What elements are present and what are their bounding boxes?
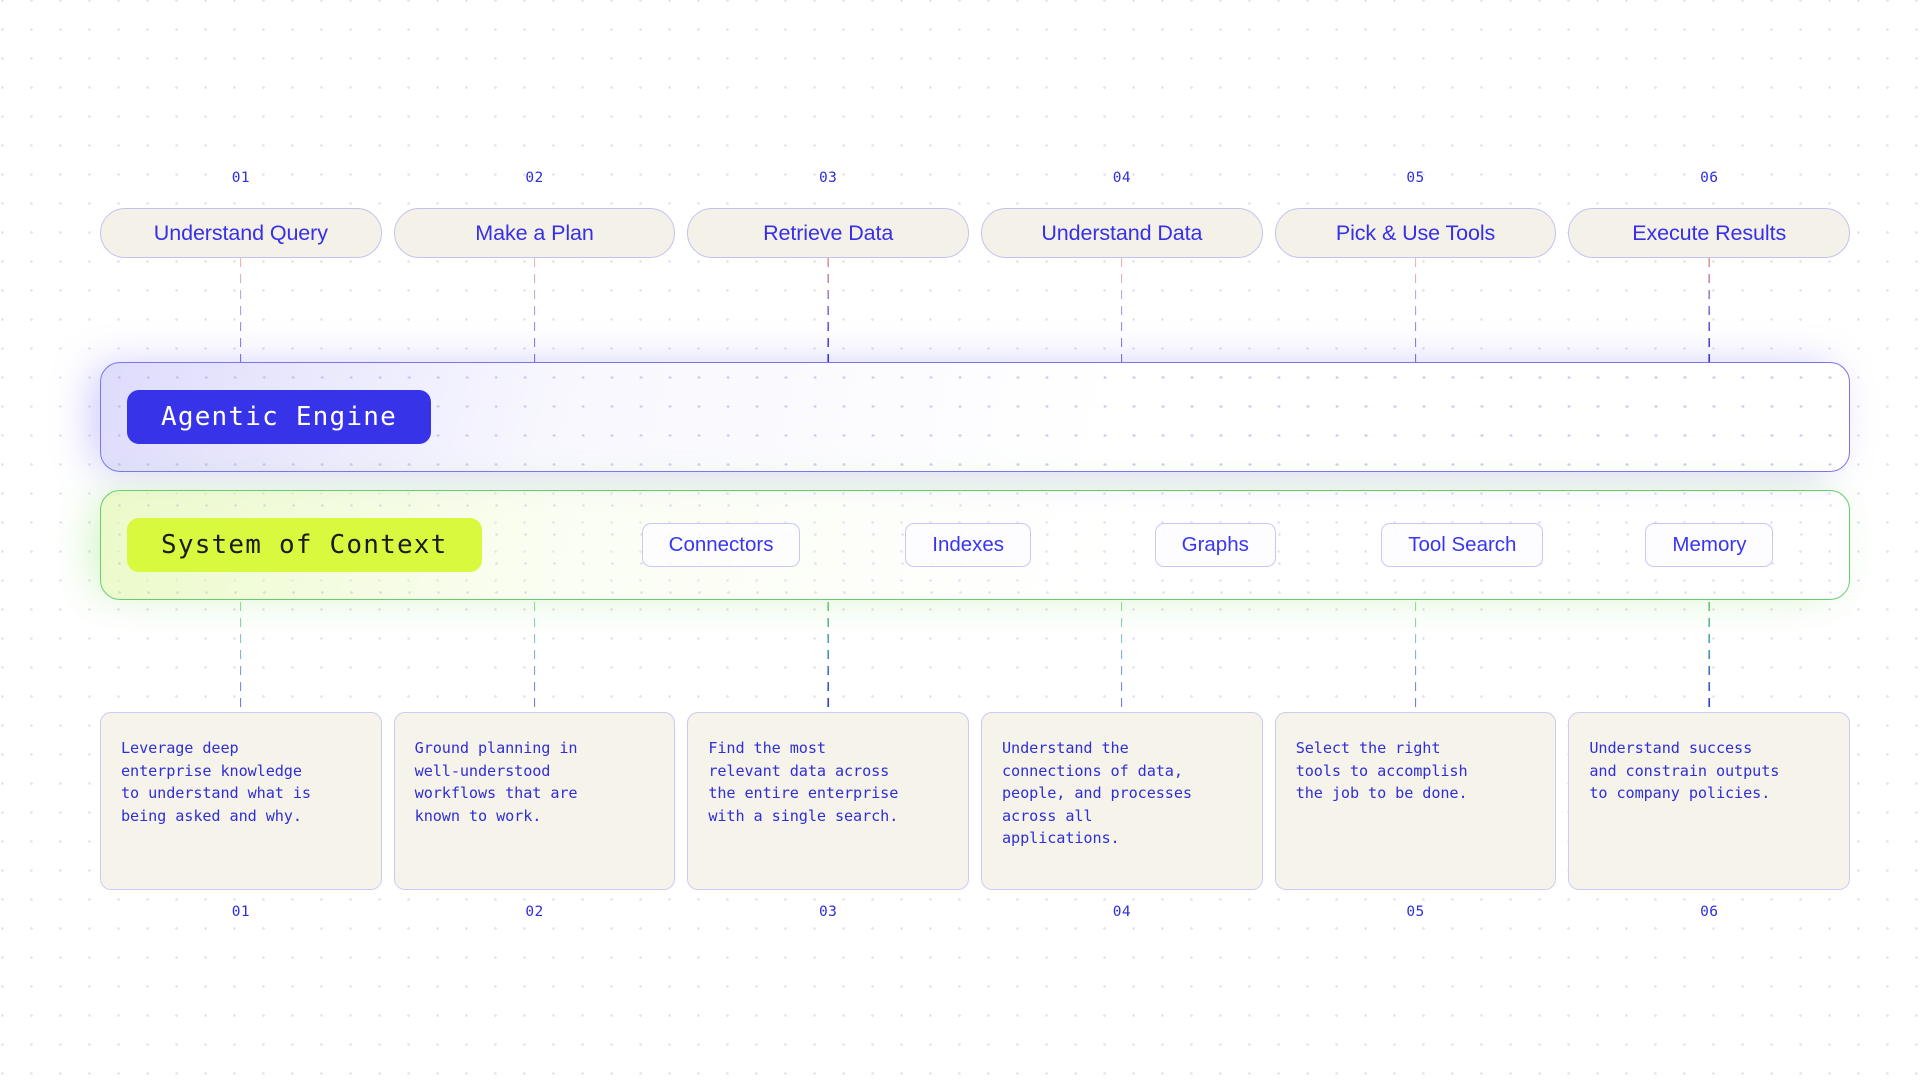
connector-slot — [1568, 258, 1850, 362]
description-card: Understand success and constrain outputs… — [1568, 712, 1851, 890]
connector-line — [1414, 602, 1417, 714]
step-number-top: 03 — [819, 170, 838, 186]
context-chip-slot: Memory — [1586, 523, 1833, 567]
connector-line — [1121, 602, 1123, 714]
description-text: Find the most relevant data across the e… — [708, 739, 899, 825]
step-number-bottom: 05 — [1406, 904, 1425, 920]
connector-slot — [687, 602, 969, 714]
connector-slot — [981, 602, 1263, 714]
description-card: Select the right tools to accomplish the… — [1274, 712, 1557, 890]
context-chip-slot: Connectors — [598, 523, 845, 567]
stage-pill-execute-results[interactable]: Execute Results — [1568, 208, 1851, 258]
context-chip-slot: Graphs — [1092, 523, 1339, 567]
connector-line — [1414, 258, 1417, 362]
stage-pill-slot: Pick & Use Tools — [1274, 208, 1557, 258]
stage-pill-slot: Understand Data — [981, 208, 1263, 258]
step-number-bottom: 02 — [525, 904, 544, 920]
description-card: Understand the connections of data, peop… — [981, 712, 1263, 890]
connector-slot — [1275, 258, 1557, 362]
context-chip-slot: Tool Search — [1339, 523, 1586, 567]
stage-pill-make-a-plan[interactable]: Make a Plan — [393, 208, 676, 258]
connector-slot — [394, 602, 676, 714]
context-chip-connectors[interactable]: Connectors — [641, 523, 801, 567]
description-card-slot: Understand success and constrain outputs… — [1568, 712, 1851, 890]
description-card-row: Leverage deep enterprise knowledge to un… — [100, 712, 1851, 890]
stage-pill-retrieve-data[interactable]: Retrieve Data — [687, 208, 970, 258]
step-number-top: 05 — [1406, 170, 1425, 186]
description-text: Understand success and constrain outputs… — [1589, 739, 1780, 803]
stage-pill-understand-query[interactable]: Understand Query — [100, 208, 382, 258]
description-card: Find the most relevant data across the e… — [687, 712, 970, 890]
connector-lines-upper — [100, 258, 1850, 362]
step-number-top: 01 — [231, 170, 250, 186]
agentic-engine-badge[interactable]: Agentic Engine — [127, 390, 431, 444]
step-number-top: 06 — [1700, 170, 1719, 186]
connector-slot — [687, 258, 969, 362]
connector-slot — [1275, 602, 1557, 714]
connector-line — [827, 258, 829, 362]
step-number-bottom: 06 — [1700, 904, 1719, 920]
connector-line — [827, 602, 829, 714]
stage-pill-slot: Understand Query — [100, 208, 382, 258]
stage-pill-pick-use-tools[interactable]: Pick & Use Tools — [1274, 208, 1557, 258]
step-number-bottom: 03 — [819, 904, 838, 920]
context-chip-tool-search[interactable]: Tool Search — [1381, 523, 1544, 567]
description-card-slot: Leverage deep enterprise knowledge to un… — [100, 712, 382, 890]
description-card: Leverage deep enterprise knowledge to un… — [100, 712, 382, 890]
description-card-slot: Find the most relevant data across the e… — [687, 712, 970, 890]
step-numbers-top: 01 02 03 04 05 06 — [100, 170, 1850, 186]
connector-line — [1708, 258, 1710, 362]
connector-line — [1708, 602, 1710, 714]
connector-slot — [394, 258, 676, 362]
description-text: Leverage deep enterprise knowledge to un… — [121, 739, 311, 825]
context-chip-indexes[interactable]: Indexes — [905, 523, 1032, 567]
context-chip-graphs[interactable]: Graphs — [1154, 523, 1276, 567]
step-numbers-bottom: 01 02 03 04 05 06 — [100, 904, 1850, 920]
connector-slot — [981, 258, 1263, 362]
context-chip-memory[interactable]: Memory — [1645, 523, 1774, 567]
connector-slot — [100, 258, 382, 362]
step-number-top: 02 — [525, 170, 544, 186]
context-chip-row: Connectors Indexes Graphs Tool Search Me… — [598, 523, 1833, 567]
description-card: Ground planning in well-understood workf… — [393, 712, 676, 890]
stage-pill-understand-data[interactable]: Understand Data — [981, 208, 1263, 258]
connector-line — [240, 602, 242, 714]
description-card-slot: Select the right tools to accomplish the… — [1274, 712, 1557, 890]
connector-slot — [1568, 602, 1850, 714]
stage-pill-row: Understand Query Make a Plan Retrieve Da… — [100, 208, 1851, 258]
step-number-bottom: 04 — [1112, 904, 1131, 920]
connector-slot — [100, 602, 382, 714]
step-number-top: 04 — [1112, 170, 1131, 186]
connector-line — [240, 258, 242, 362]
system-of-context-badge[interactable]: System of Context — [127, 518, 482, 572]
connector-line — [533, 602, 536, 714]
stage-pill-slot: Make a Plan — [393, 208, 676, 258]
description-text: Select the right tools to accomplish the… — [1295, 739, 1468, 803]
context-chip-slot: Indexes — [845, 523, 1092, 567]
connector-line — [1121, 258, 1123, 362]
step-number-bottom: 01 — [231, 904, 250, 920]
system-of-context-band: System of Context Connectors Indexes Gra… — [100, 490, 1850, 600]
stage-pill-slot: Execute Results — [1568, 208, 1851, 258]
description-text: Ground planning in well-understood workf… — [414, 739, 578, 825]
description-text: Understand the connections of data, peop… — [1002, 739, 1192, 848]
description-card-slot: Ground planning in well-understood workf… — [393, 712, 676, 890]
connector-lines-lower — [100, 602, 1850, 714]
description-card-slot: Understand the connections of data, peop… — [981, 712, 1263, 890]
stage-pill-slot: Retrieve Data — [687, 208, 970, 258]
agentic-engine-band: Agentic Engine — [100, 362, 1850, 472]
connector-line — [533, 258, 536, 362]
